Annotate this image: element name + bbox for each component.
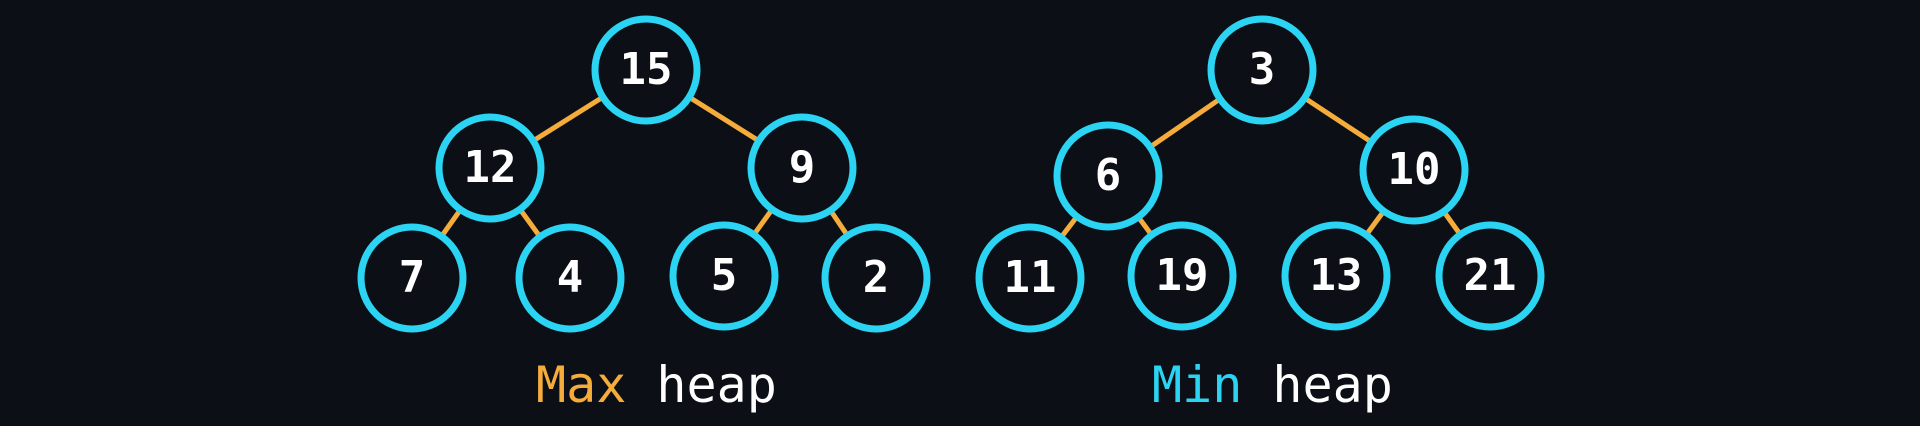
min-heap-node: 13: [1281, 221, 1391, 331]
min-heap-node-circle: [975, 223, 1085, 333]
min-heap-caption-accent: Min: [1152, 356, 1243, 414]
max-heap-node: 7: [357, 223, 467, 333]
max-heap-node-circle: [747, 113, 857, 223]
max-heap-node-label: 2: [863, 252, 890, 303]
max-heap-node-label: 4: [557, 252, 584, 303]
max-heap-caption-accent: Max: [536, 356, 627, 414]
min-heap-node-label: 10: [1388, 144, 1441, 195]
min-heap-node: 11: [975, 223, 1085, 333]
max-heap-node-circle: [435, 113, 545, 223]
max-heap-node: 9: [747, 113, 857, 223]
max-heap-node-label: 15: [620, 44, 673, 95]
min-heap-node: 3: [1207, 15, 1317, 125]
max-heap-node-circle: [821, 223, 931, 333]
min-heap-caption-rest: heap: [1272, 356, 1393, 414]
min-heap-node-label: 11: [1004, 252, 1057, 303]
max-heap-caption-rest: heap: [656, 356, 777, 414]
min-heap-node: 21: [1435, 221, 1545, 331]
min-heap-node: 6: [1053, 121, 1163, 231]
min-heap-caption: Min heap: [1152, 356, 1393, 414]
min-heap-node-circle: [1127, 221, 1237, 331]
min-heap-node-label: 21: [1464, 250, 1517, 301]
min-heap-node-label: 6: [1095, 150, 1122, 201]
min-heap-node-circle: [1435, 221, 1545, 331]
max-heap-node: 12: [435, 113, 545, 223]
max-heap-node: 2: [821, 223, 931, 333]
min-heap-node-circle: [1281, 221, 1391, 331]
min-heap-node: 19: [1127, 221, 1237, 331]
max-heap-node-label: 12: [464, 142, 517, 193]
max-heap-node-circle: [669, 221, 779, 331]
max-heap-node-circle: [591, 15, 701, 125]
max-heap-node-circle: [515, 223, 625, 333]
min-heap-node-circle: [1207, 15, 1317, 125]
min-heap-node: 10: [1359, 115, 1469, 225]
max-heap-caption: Max heap: [536, 356, 777, 414]
max-heap-node: 15: [591, 15, 701, 125]
min-heap-node-label: 13: [1310, 250, 1363, 301]
max-heap-node-circle: [357, 223, 467, 333]
min-heap-node-label: 19: [1156, 250, 1209, 301]
max-heap-node-label: 9: [789, 142, 816, 193]
max-heap-node-label: 7: [399, 252, 426, 303]
min-heap-node-circle: [1359, 115, 1469, 225]
max-heap-node: 5: [669, 221, 779, 331]
max-heap-node: 4: [515, 223, 625, 333]
max-heap-node-label: 5: [711, 250, 738, 301]
min-heap-node-label: 3: [1249, 44, 1276, 95]
min-heap-node-circle: [1053, 121, 1163, 231]
